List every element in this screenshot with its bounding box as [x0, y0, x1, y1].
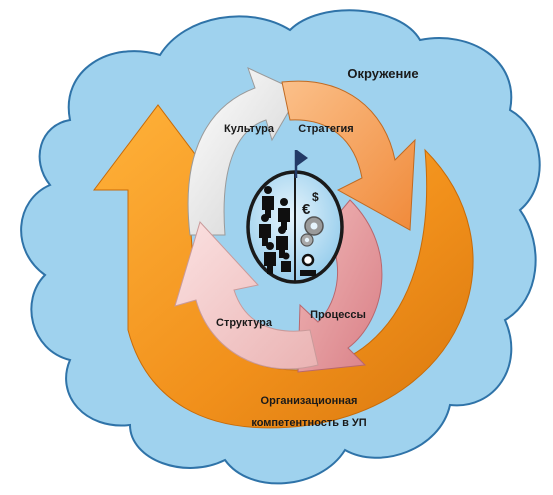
- label-strategy: Стратегия: [298, 123, 353, 135]
- label-culture: Культура: [224, 123, 275, 135]
- label-competence-line2: компетентность в УП: [251, 417, 366, 429]
- label-environment: Окружение: [347, 66, 418, 81]
- dollar-symbol: $: [312, 190, 319, 204]
- label-competence-line1: Организационная: [261, 395, 358, 407]
- euro-symbol: €: [302, 201, 311, 218]
- label-processes: Процессы: [310, 309, 366, 321]
- label-structure: Структура: [216, 317, 273, 329]
